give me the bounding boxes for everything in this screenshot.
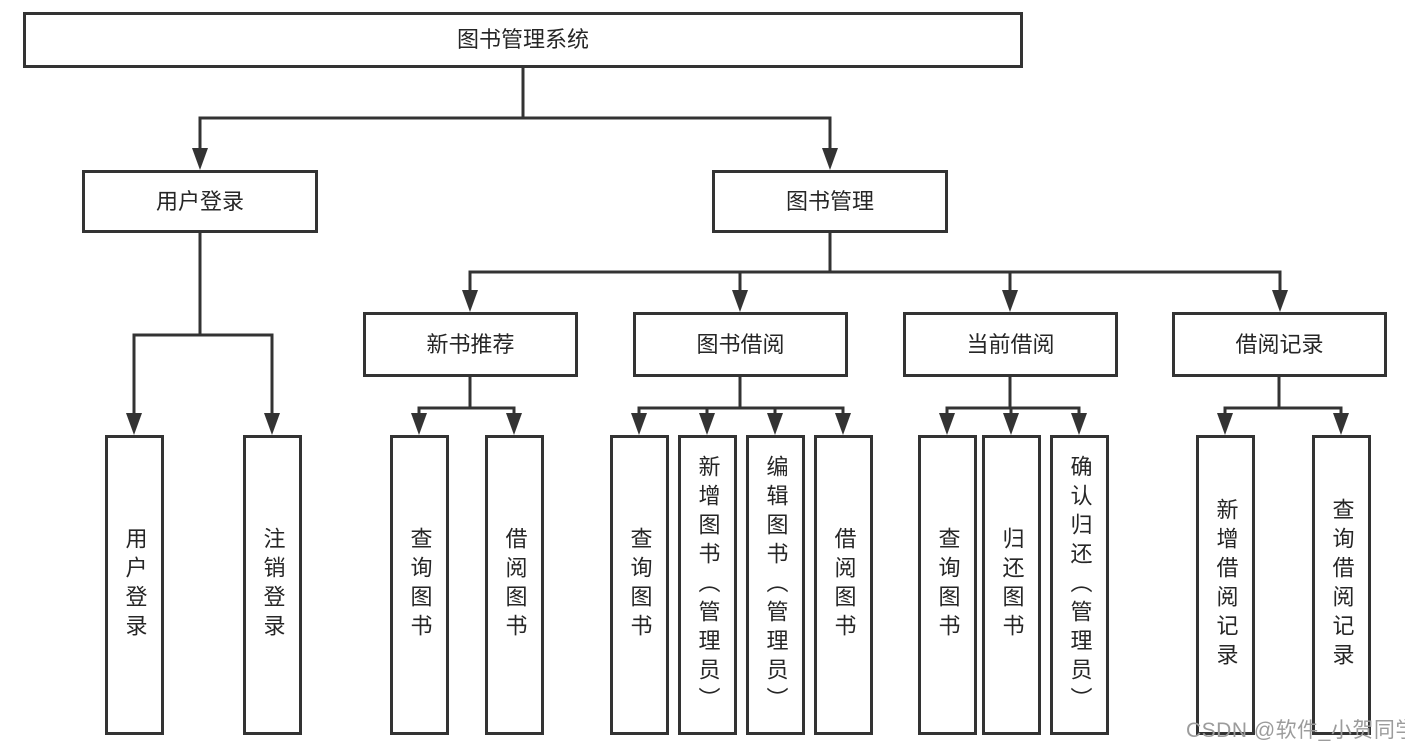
- leaf-cb-query-books: 查询图书: [918, 435, 977, 735]
- node-library-management-system: 图书管理系统: [23, 12, 1023, 68]
- leaf-bb-add-books-admin: 新增图书（管理员）: [678, 435, 737, 735]
- leaf-logout: 注销登录: [243, 435, 302, 735]
- leaf-bb-query-books: 查询图书: [610, 435, 669, 735]
- leaf-nbr-query-books: 查询图书: [390, 435, 449, 735]
- leaf-cb-confirm-return-admin: 确认归还（管理员）: [1050, 435, 1109, 735]
- node-borrowing-records: 借阅记录: [1172, 312, 1387, 377]
- leaf-user-login: 用户登录: [105, 435, 164, 735]
- csdn-watermark: CSDN @软件_小贺同学: [1186, 719, 1405, 742]
- leaf-nbr-borrow-books: 借阅图书: [485, 435, 544, 735]
- leaf-cb-return-books: 归还图书: [982, 435, 1041, 735]
- leaf-bb-edit-books-admin: 编辑图书（管理员）: [746, 435, 805, 735]
- node-user-login: 用户登录: [82, 170, 318, 233]
- node-book-borrowing: 图书借阅: [633, 312, 848, 377]
- leaf-br-query-borrow-record: 查询借阅记录: [1312, 435, 1371, 735]
- node-new-book-recommendation: 新书推荐: [363, 312, 578, 377]
- leaf-br-add-borrow-record: 新增借阅记录: [1196, 435, 1255, 735]
- node-current-borrowing: 当前借阅: [903, 312, 1118, 377]
- leaf-bb-borrow-books: 借阅图书: [814, 435, 873, 735]
- node-book-management: 图书管理: [712, 170, 948, 233]
